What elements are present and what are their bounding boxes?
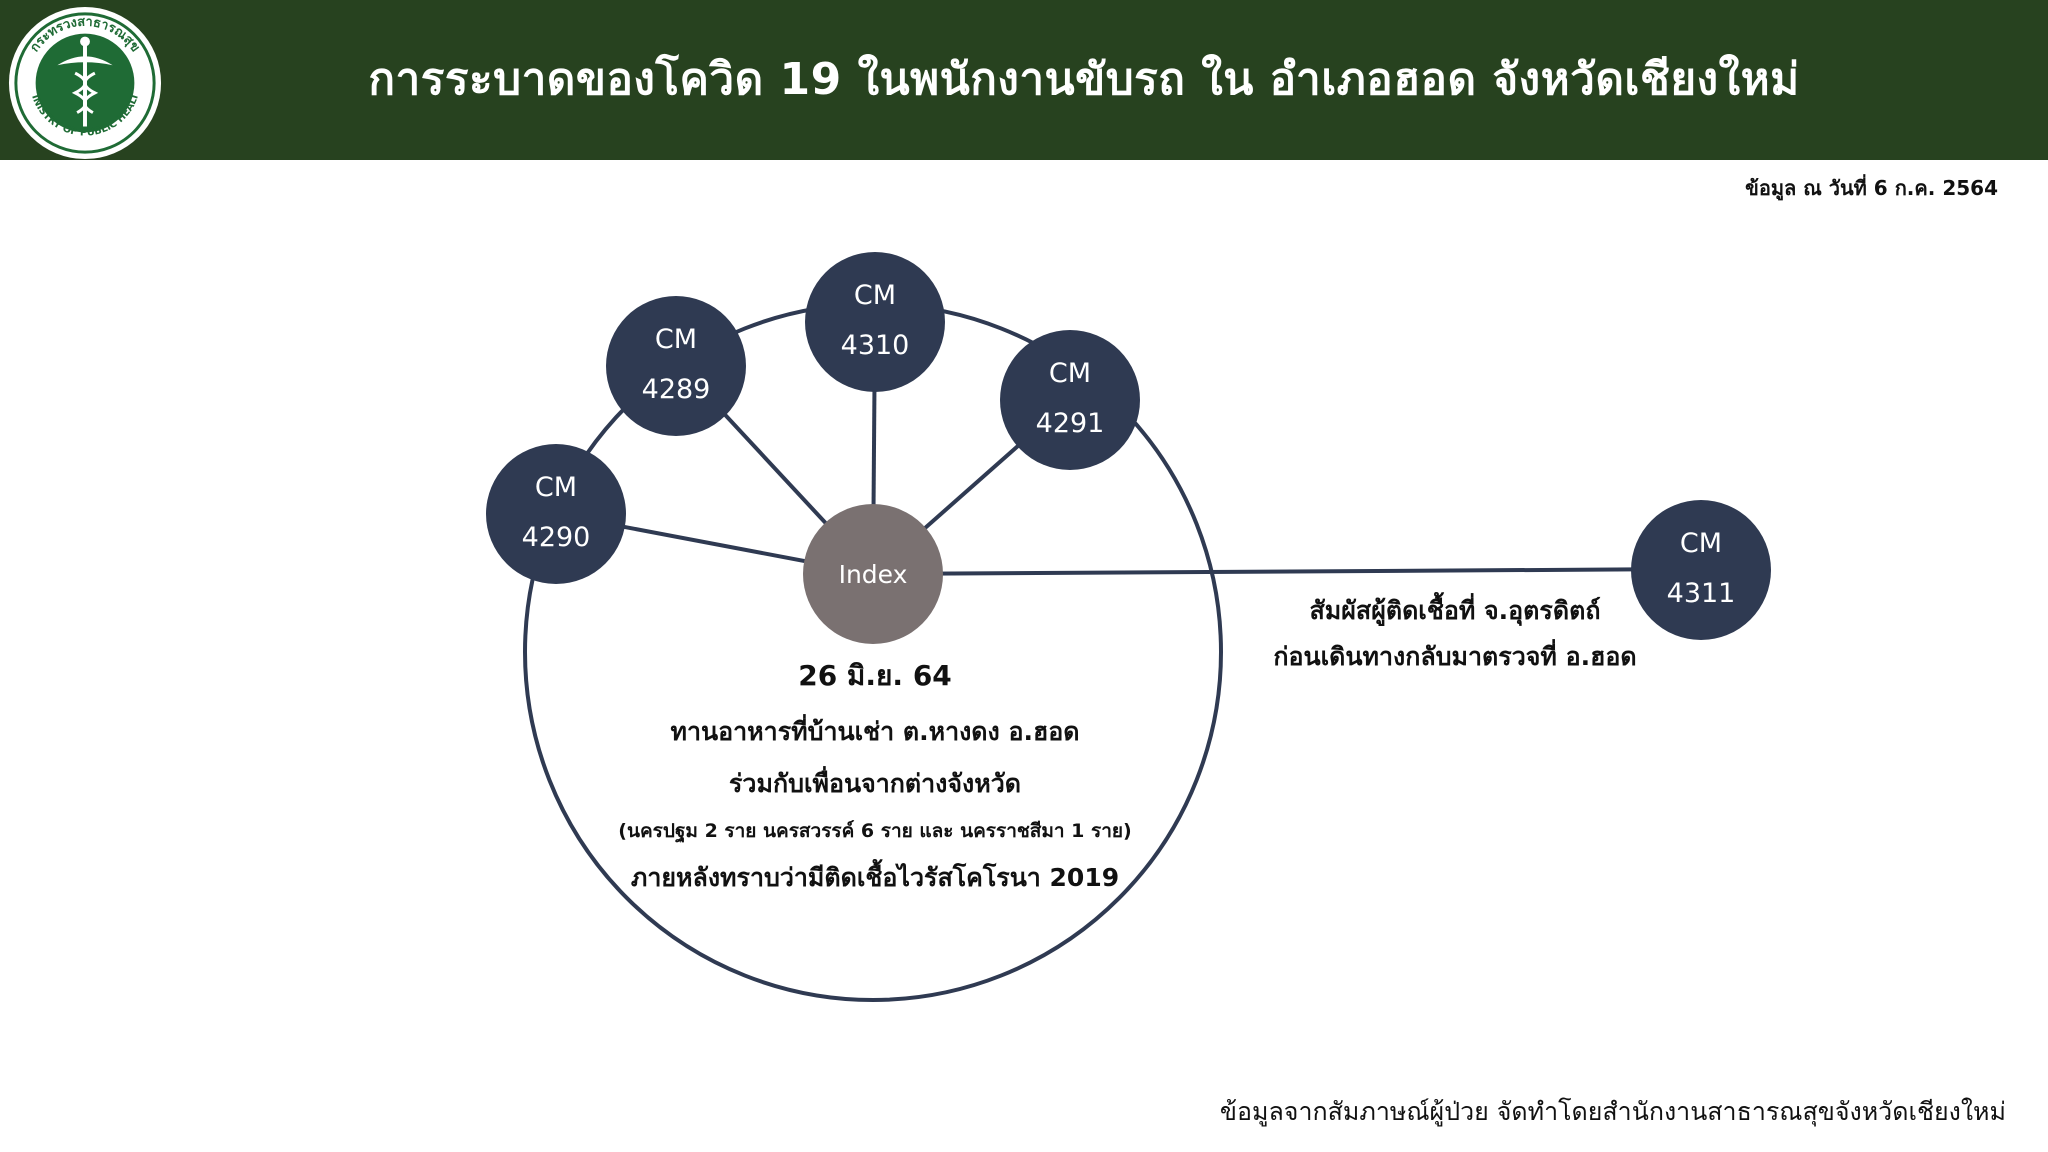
node-cm4291-line1: CM bbox=[1049, 358, 1091, 389]
node-cm4289-line2: 4289 bbox=[642, 374, 711, 405]
node-cm4311[interactable]: CM 4311 bbox=[1631, 500, 1771, 640]
node-cm4311-line2: 4311 bbox=[1667, 578, 1736, 609]
cluster-line1: ทานอาหารที่บ้านเช่า ต.หางดง อ.ฮอด bbox=[670, 717, 1080, 746]
contact-note-line1: สัมผัสผู้ติดเชื้อที่ จ.อุตรดิตถ์ bbox=[1309, 596, 1601, 625]
cluster-date: 26 มิ.ย. 64 bbox=[798, 659, 952, 692]
ministry-logo: กระทรวงสาธารณสุข MINISTRY OF PUBLIC HEAL… bbox=[6, 4, 162, 160]
index-label: Index bbox=[839, 560, 908, 589]
date-note: ข้อมูล ณ วันที่ 6 ก.ค. 2564 bbox=[1745, 176, 1998, 200]
node-cm4291-line2: 4291 bbox=[1036, 408, 1105, 439]
contact-note: สัมผัสผู้ติดเชื้อที่ จ.อุตรดิตถ์ ก่อนเดิ… bbox=[1230, 588, 1680, 680]
node-cm4289-line1: CM bbox=[655, 324, 697, 355]
cluster-description: 26 มิ.ย. 64 ทานอาหารที่บ้านเช่า ต.หางดง … bbox=[560, 654, 1190, 910]
cluster-line3: (นครปฐม 2 ราย นครสวรรค์ 6 ราย และ นครราช… bbox=[618, 820, 1132, 842]
cluster-line2: ร่วมกับเพื่อนจากต่างจังหวัด bbox=[729, 769, 1021, 798]
header-bar bbox=[0, 0, 2048, 160]
node-cm4290-line2: 4290 bbox=[522, 522, 591, 553]
index-node[interactable]: Index bbox=[803, 504, 943, 644]
node-cm4311-line1: CM bbox=[1680, 528, 1722, 559]
node-cm4289[interactable]: CM 4289 bbox=[606, 296, 746, 436]
contact-note-line2: ก่อนเดินทางกลับมาตรวจที่ อ.ฮอด bbox=[1273, 642, 1637, 671]
cluster-line4: ภายหลังทราบว่ามีติดเชื้อไวรัสโคโรนา 2019 bbox=[630, 863, 1120, 892]
page-title: การระบาดของโควิด 19 ในพนักงานขับรถ ใน อำ… bbox=[368, 54, 1800, 105]
node-cm4310-line1: CM bbox=[854, 280, 896, 311]
node-cm4310-line2: 4310 bbox=[841, 330, 910, 361]
node-cm4310[interactable]: CM 4310 bbox=[805, 252, 945, 392]
node-cm4290-line1: CM bbox=[535, 472, 577, 503]
node-cm4290[interactable]: CM 4290 bbox=[486, 444, 626, 584]
link-index-cm4311 bbox=[872, 567, 1701, 576]
node-cm4291[interactable]: CM 4291 bbox=[1000, 330, 1140, 470]
footer-note: ข้อมูลจากสัมภาษณ์ผู้ป่วย จัดทำโดยสำนักงา… bbox=[1219, 1097, 2006, 1126]
